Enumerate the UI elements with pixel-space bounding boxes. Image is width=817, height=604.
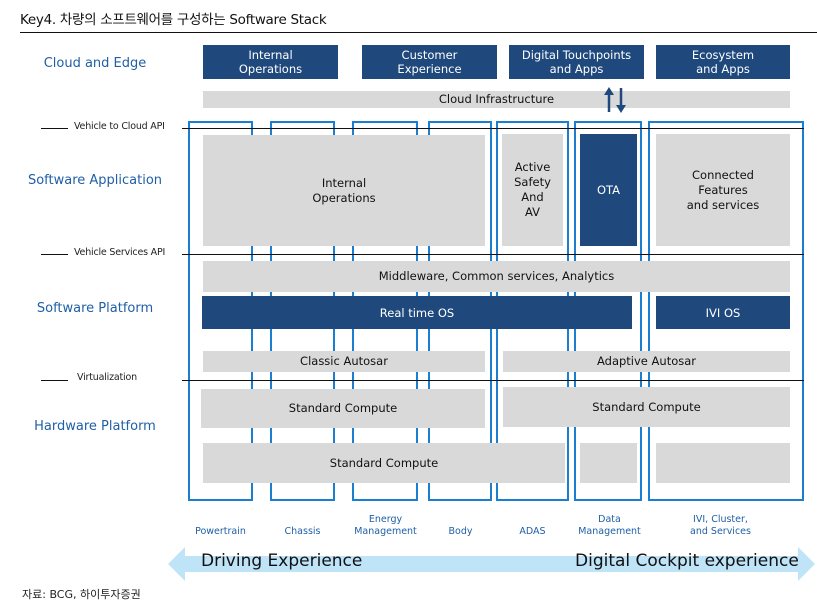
domain-label-ivi-cluster: IVI, Cluster,and Services xyxy=(668,514,773,538)
cloud-box-line: Experience xyxy=(397,62,462,76)
app-box-line: Active xyxy=(514,160,551,174)
source-note: 자료: BCG, 하이투자증권 xyxy=(22,588,141,601)
standard-compute-label: Standard Compute xyxy=(592,399,701,414)
domain-label-line: and Services xyxy=(690,526,751,537)
cloud-box-line: Ecosystem xyxy=(691,48,755,62)
cloud-box-line: and Apps xyxy=(549,62,604,76)
domain-label-line xyxy=(260,514,345,526)
app-box-ota: OTA xyxy=(580,134,637,246)
domain-label-line: IVI, Cluster, xyxy=(693,514,748,525)
driving-experience-label: Driving Experience xyxy=(201,551,363,571)
adaptive-autosar-label: Adaptive Autosar xyxy=(596,354,697,368)
domain-label-chassis: Chassis xyxy=(260,514,345,538)
domain-label-line: Energy xyxy=(368,514,403,525)
digital-cockpit-experience-label: Digital Cockpit experience xyxy=(575,551,799,571)
vehicle-services-api-label: Vehicle Services API xyxy=(74,247,166,258)
app-box-line: AV xyxy=(524,205,540,219)
app-box-line: Internal xyxy=(321,175,367,190)
domain-label-line: Body xyxy=(448,526,473,537)
layer-label-cloud-edge: Cloud and Edge xyxy=(43,56,147,71)
real-time-os-bar: Real time OS xyxy=(202,296,632,329)
app-box-line: Features xyxy=(698,182,748,197)
domain-label-powertrain: Powertrain xyxy=(178,514,263,538)
app-box-label: OTA xyxy=(596,183,621,197)
domain-label-line: Management xyxy=(354,526,417,537)
figure-title: Key4. 차량의 소프트웨어를 구성하는 Software Stack xyxy=(20,12,327,28)
app-box-line: Safety xyxy=(514,175,551,189)
up-down-arrows-icon xyxy=(604,87,626,113)
domain-label-body: Body xyxy=(418,514,503,538)
ivi-hw-box xyxy=(656,443,790,483)
domain-label-adas: ADAS xyxy=(490,514,575,538)
layer-label-hardware-platform: Hardware Platform xyxy=(34,419,156,434)
layer-label-software-application: Software Application xyxy=(27,173,163,188)
domain-label-line xyxy=(178,514,263,526)
standard-compute-label: Standard Compute xyxy=(288,401,398,415)
ivi-os-bar: IVI OS xyxy=(656,296,790,329)
adaptive-autosar-bar: Adaptive Autosar xyxy=(503,351,790,372)
vehicle-services-api-line xyxy=(182,254,804,255)
app-box-line: Operations xyxy=(312,190,376,205)
domain-label-line: Chassis xyxy=(284,526,321,537)
vehicle-to-cloud-api-label: Vehicle to Cloud API xyxy=(74,121,165,132)
cloud-box-line: and Apps xyxy=(696,62,750,76)
classic-autosar-bar: Classic Autosar xyxy=(203,351,485,372)
standard-compute-right: Standard Compute xyxy=(503,387,790,427)
domain-label-line: Powertrain xyxy=(195,526,246,537)
cloud-infrastructure-bar: Cloud Infrastructure xyxy=(203,91,790,108)
middleware-bar: Middleware, Common services, Analytics xyxy=(203,261,790,292)
real-time-os-label: Real time OS xyxy=(379,305,455,320)
data-management-hw-box xyxy=(580,443,637,483)
domain-label-line: Data xyxy=(598,514,621,525)
virtualization-label: Virtualization xyxy=(77,372,137,383)
standard-compute-label: Standard Compute xyxy=(329,455,439,470)
api-legend-dash xyxy=(41,128,68,129)
experience-double-arrow-icon xyxy=(168,547,815,581)
layer-label-software-platform: Software Platform xyxy=(36,301,154,316)
app-box-line: And xyxy=(521,190,544,204)
cloud-infrastructure-label: Cloud Infrastructure xyxy=(438,92,555,106)
cloud-box-line: Operations xyxy=(238,62,303,76)
app-box-line: Connected xyxy=(692,167,754,182)
cloud-box-line: Internal xyxy=(248,48,293,62)
api-legend-dash xyxy=(41,380,68,381)
domain-label-line: Management xyxy=(578,526,641,537)
column-ivi-cluster xyxy=(648,121,804,501)
middleware-label: Middleware, Common services, Analytics xyxy=(378,269,615,283)
title-divider xyxy=(20,32,817,33)
cloud-box-line: Digital Touchpoints xyxy=(521,48,632,62)
classic-autosar-label: Classic Autosar xyxy=(300,354,388,368)
domain-label-line: ADAS xyxy=(519,526,546,537)
api-legend-dash xyxy=(41,254,68,255)
virtualization-line xyxy=(182,380,804,381)
vehicle-to-cloud-api-line xyxy=(182,128,804,129)
standard-compute-left: Standard Compute xyxy=(201,389,485,428)
standard-compute-bottom: Standard Compute xyxy=(203,443,565,483)
ivi-os-label: IVI OS xyxy=(705,305,741,320)
app-box-line: and services xyxy=(686,197,760,212)
cloud-box-line: Customer xyxy=(401,48,458,62)
domain-label-line xyxy=(490,514,575,526)
